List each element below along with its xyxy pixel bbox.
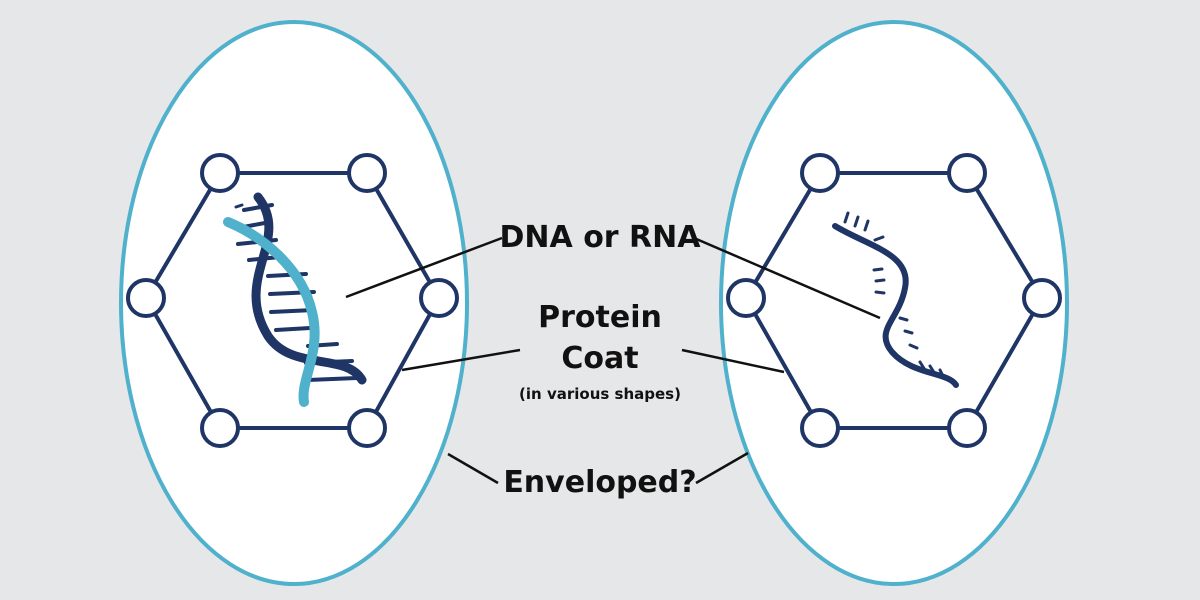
pointer-envelope-left <box>447 452 499 485</box>
right-capsid-icon <box>726 153 1062 448</box>
right-virus <box>719 20 1069 586</box>
pointer-coat-left <box>401 348 521 372</box>
right-envelope-icon <box>719 20 1069 586</box>
left-virus <box>119 20 469 586</box>
protein-coat-note: (in various shapes) <box>519 385 681 403</box>
left-envelope-icon <box>119 20 469 586</box>
pointer-genome-left <box>345 236 503 299</box>
protein-coat-label-line1: Protein <box>538 300 662 335</box>
left-capsid-icon <box>126 153 459 448</box>
envelope-label: Enveloped? <box>503 465 697 500</box>
pointer-coat-right <box>681 348 785 374</box>
genome-label: DNA or RNA <box>499 220 701 255</box>
dna-double-helix-icon <box>223 192 367 407</box>
protein-coat-label-line2: Coat <box>561 341 639 376</box>
pointer-lines <box>345 236 881 485</box>
pointer-envelope-right <box>695 451 749 485</box>
pointer-genome-right <box>693 236 881 320</box>
rna-single-strand-icon <box>832 211 959 388</box>
